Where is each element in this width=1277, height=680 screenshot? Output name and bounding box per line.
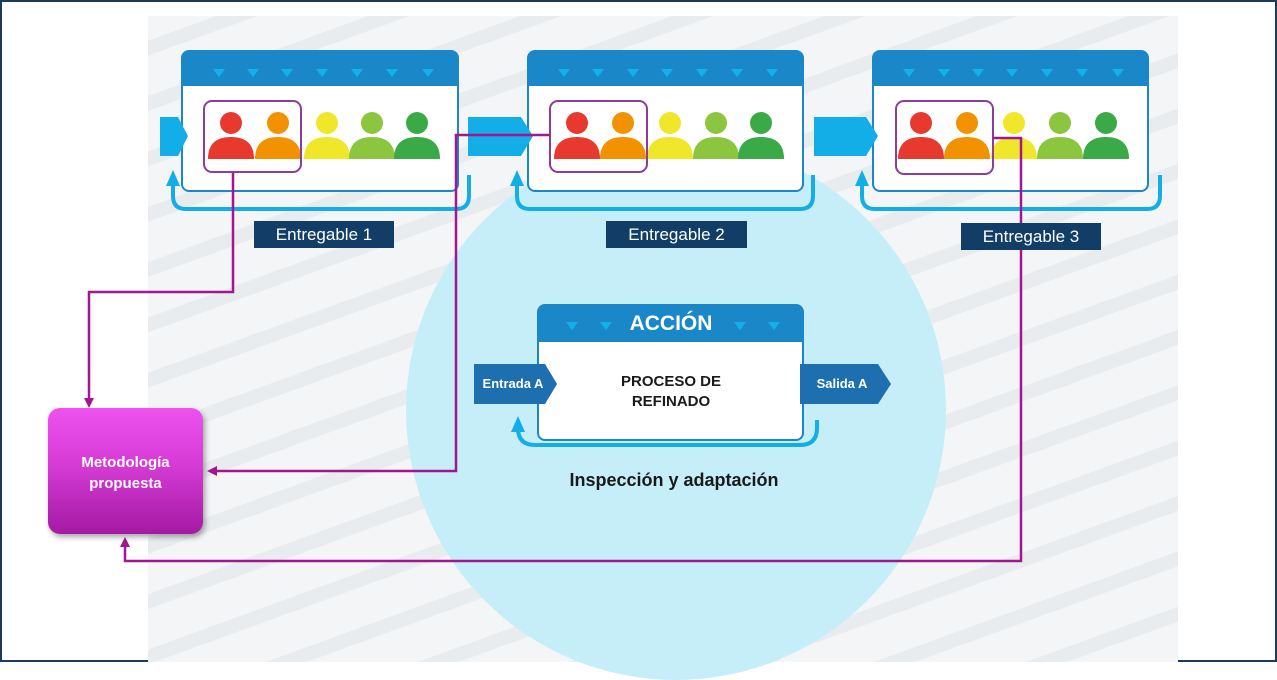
output-label: Salida A — [816, 376, 868, 391]
connector-arrow-2-3 — [814, 117, 878, 156]
action-feedback-loop — [516, 420, 819, 447]
deliverable-label-1: Entregable 1 — [254, 221, 394, 248]
methodology-box: Metodología propuesta — [48, 408, 203, 534]
input-arrow — [474, 364, 557, 404]
deliverable-label-2: Entregable 2 — [606, 221, 747, 248]
process-label-line1: PROCESO DE — [620, 373, 722, 390]
action-caption: Inspección y adaptación — [569, 470, 779, 490]
panel-header-1 — [182, 51, 458, 86]
action-header — [538, 305, 803, 342]
feedback-loop-1 — [171, 175, 471, 211]
deliverable-panel-1 — [160, 50, 471, 211]
deliverable-panel-3 — [814, 50, 1162, 211]
input-label: Entrada A — [482, 376, 544, 391]
deliverable-label-3: Entregable 3 — [961, 223, 1101, 250]
panel-header-3 — [873, 51, 1148, 86]
input-arrow-1 — [160, 117, 188, 156]
feedback-loop-3 — [860, 175, 1162, 211]
action-title: ACCIÓN — [629, 312, 713, 335]
selection-box-1 — [203, 100, 302, 173]
process-label: PROCESO DE REFINADO — [540, 372, 802, 412]
process-label-line2: REFINADO — [631, 393, 711, 410]
connector-2-to-methodology — [207, 133, 550, 476]
connector-1-to-methodology — [84, 173, 235, 408]
connector-3-to-methodology — [120, 136, 1023, 563]
methodology-line1: Metodología — [81, 454, 170, 471]
deliverable-panel-2 — [468, 50, 815, 211]
feedback-loop-2 — [515, 175, 815, 211]
methodology-line2: propuesta — [89, 475, 162, 492]
selection-box-2 — [549, 100, 648, 173]
panel-header-2 — [528, 51, 803, 86]
diagram-graphics — [84, 50, 1162, 563]
action-block — [474, 304, 891, 447]
feedback-connectors — [84, 133, 1023, 563]
methodology-label: Metodología propuesta — [48, 452, 203, 494]
connector-arrow-1-2 — [468, 117, 533, 156]
output-arrow — [800, 364, 891, 404]
